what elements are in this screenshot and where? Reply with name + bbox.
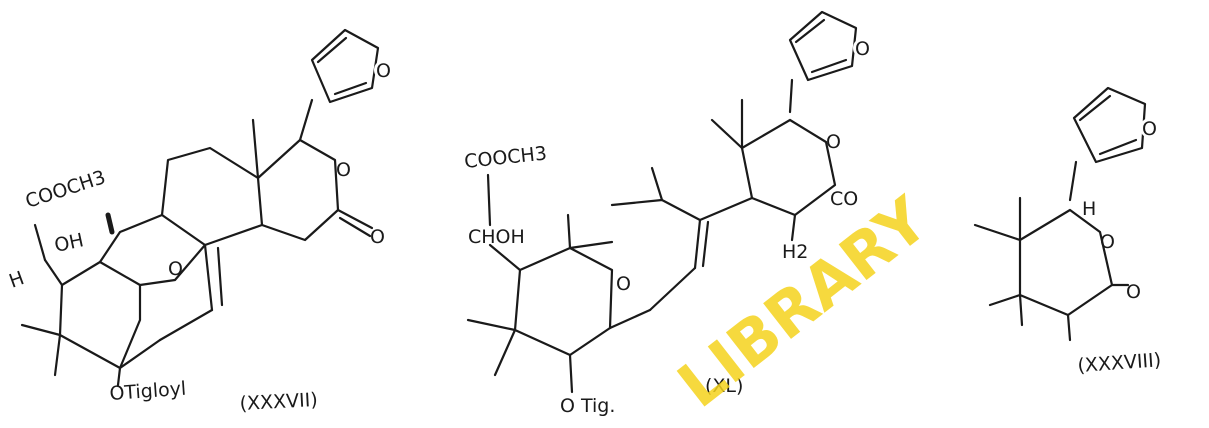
- structure-xxxvii: O O O O: [6, 28, 394, 415]
- furan-oxygen-left: O: [376, 60, 391, 82]
- h2-middle: H2: [782, 241, 808, 263]
- h-left: H: [6, 267, 27, 293]
- cyclohexane-ring-middle: O: [466, 213, 631, 394]
- lactone-ring-middle: O CO H2: [710, 98, 858, 263]
- structure-xl: O O CO H2 O: [463, 10, 873, 417]
- oh-left: OH: [52, 229, 85, 257]
- furan-oxygen-middle: O: [855, 38, 870, 60]
- co-middle: CO: [830, 188, 858, 210]
- keto-oxygen-left: O: [168, 258, 183, 280]
- furan-ring-left: O: [310, 28, 394, 104]
- lactone-oxygen-left: O: [336, 159, 351, 181]
- cooch3-left: COOCH3: [23, 166, 109, 213]
- h-right: H: [1082, 198, 1096, 220]
- ketone-oxygen-middle: O: [616, 273, 631, 295]
- furan-ring-right: O: [1072, 86, 1160, 164]
- furan-oxygen-right: O: [1142, 118, 1157, 140]
- cooch3-middle: COOCH3: [463, 142, 548, 173]
- lactone-oxygen-right: O: [1100, 231, 1115, 253]
- lactone-carbonyl-oxygen-left: O: [370, 226, 385, 248]
- otig-middle: O Tig.: [560, 395, 615, 417]
- structure-xxxviii: O O O H (XXXVIII): [973, 86, 1162, 377]
- cyclohexane-ring-left: [160, 146, 264, 247]
- label-xl: (XL): [705, 375, 743, 397]
- lactone-carbonyl-oxygen-right: O: [1126, 281, 1141, 303]
- lactone-ring-right: O O H: [973, 196, 1141, 342]
- bridged-ring-left: O: [98, 213, 224, 370]
- lactone-oxygen-middle: O: [826, 131, 841, 153]
- lactone-ring-left: O O: [256, 138, 385, 248]
- a-ring-left: [20, 260, 142, 387]
- label-xxxviii: (XXXVIII): [1077, 349, 1162, 377]
- otigloyl-left: OTigloyl: [109, 378, 187, 405]
- label-xxxvii: (XXXVII): [239, 389, 318, 415]
- furan-ring-middle: O: [788, 10, 873, 82]
- choh-middle: CHOH: [468, 226, 525, 248]
